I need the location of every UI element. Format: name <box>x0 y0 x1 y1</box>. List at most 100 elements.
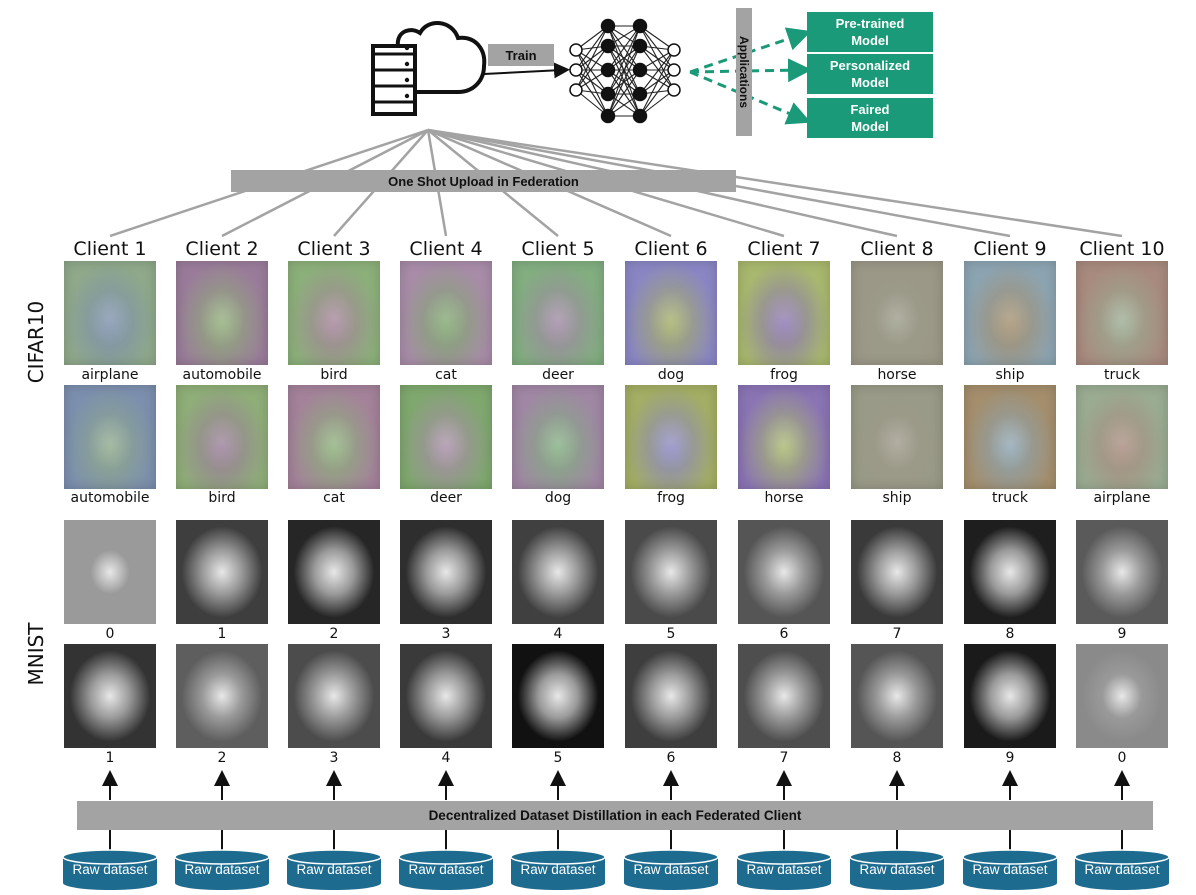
cifar-tile-bottom-10 <box>1076 385 1168 489</box>
cifar-label-top-9: ship <box>995 367 1025 383</box>
nn-node <box>569 83 583 97</box>
upload-bar: One Shot Upload in Federation <box>231 170 736 192</box>
nn-edge <box>575 45 609 91</box>
cifar-label-bottom-6: frog <box>657 490 685 506</box>
nn-node <box>600 108 616 124</box>
nn-edge <box>607 25 641 117</box>
cifar-tile-bottom-7 <box>738 385 830 489</box>
client-title-6: Client 6 <box>634 238 708 260</box>
database-icon <box>398 849 494 890</box>
mnist-tile-top-1 <box>64 520 156 624</box>
nn-node <box>667 83 681 97</box>
cifar-label-top-1: airplane <box>81 367 139 383</box>
nn-edge <box>639 45 675 91</box>
mnist-label-bottom-2: 2 <box>217 750 227 766</box>
train-arrow <box>483 62 570 79</box>
mnist-label-top-1: 0 <box>105 626 115 642</box>
nn-node <box>632 86 648 102</box>
cifar-label-bottom-10: airplane <box>1093 490 1151 506</box>
cifar-label-bottom-1: automobile <box>70 490 150 506</box>
raw-dataset-label: Raw dataset <box>633 862 709 877</box>
raw-dataset-8: Raw dataset <box>849 849 945 890</box>
cifar-tile-top-4 <box>400 261 492 365</box>
mnist-tile-bottom-1 <box>64 644 156 748</box>
mnist-tile-top-2 <box>176 520 268 624</box>
cifar-label-top-3: bird <box>320 367 348 383</box>
mnist-tile-top-8 <box>851 520 943 624</box>
database-icon <box>849 849 945 890</box>
nn-edge <box>607 69 641 117</box>
database-icon <box>174 849 270 890</box>
nn-edge <box>639 49 675 95</box>
mnist-tile-bottom-2 <box>176 644 268 748</box>
nn-node <box>600 38 616 54</box>
upload-line-10 <box>427 128 1123 238</box>
raw-dataset-label: Raw dataset <box>859 862 935 877</box>
database-icon <box>962 849 1058 890</box>
cifar-tile-bottom-1 <box>64 385 156 489</box>
mnist-tile-bottom-5 <box>512 644 604 748</box>
mnist-label-bottom-8: 8 <box>892 750 902 766</box>
mnist-tile-top-9 <box>964 520 1056 624</box>
nn-node <box>632 38 648 54</box>
mnist-label-bottom-3: 3 <box>329 750 339 766</box>
cifar-tile-bottom-5 <box>512 385 604 489</box>
application-arrow-1 <box>689 27 812 74</box>
client-title-9: Client 9 <box>973 238 1047 260</box>
cifar-tile-top-3 <box>288 261 380 365</box>
raw-dataset-label: Raw dataset <box>1084 862 1160 877</box>
server-led-3 <box>404 93 410 99</box>
mnist-label-bottom-6: 6 <box>666 750 676 766</box>
mnist-tile-top-3 <box>288 520 380 624</box>
cifar-label-bottom-2: bird <box>208 490 236 506</box>
mnist-label-bottom-7: 7 <box>779 750 789 766</box>
client-title-4: Client 4 <box>409 238 483 260</box>
cifar-label-top-6: dog <box>657 367 685 383</box>
nn-node <box>667 43 681 57</box>
cifar-label-bottom-5: dog <box>544 490 572 506</box>
cifar-tile-top-2 <box>176 261 268 365</box>
nn-edge <box>575 25 609 91</box>
raw-dataset-4: Raw dataset <box>398 849 494 890</box>
cifar-tile-bottom-3 <box>288 385 380 489</box>
raw-dataset-label: Raw dataset <box>72 862 148 877</box>
server-led-0 <box>404 45 410 51</box>
cifar-label-top-5: deer <box>542 367 574 383</box>
cifar-label-top-4: cat <box>435 367 457 383</box>
cifar-tile-top-10 <box>1076 261 1168 365</box>
raw-dataset-1: Raw dataset <box>62 849 158 890</box>
server-led-1 <box>404 61 410 67</box>
cifar-tile-top-8 <box>851 261 943 365</box>
mnist-label-top-6: 5 <box>666 626 676 642</box>
cifar-tile-top-1 <box>64 261 156 365</box>
client-title-2: Client 2 <box>185 238 259 260</box>
cifar-label-bottom-7: horse <box>764 490 804 506</box>
cifar-tile-bottom-9 <box>964 385 1056 489</box>
client-title-5: Client 5 <box>521 238 595 260</box>
client-title-1: Client 1 <box>73 238 147 260</box>
raw-dataset-label: Raw dataset <box>972 862 1048 877</box>
database-icon <box>62 849 158 890</box>
cifar-label-bottom-8: ship <box>882 490 912 506</box>
database-icon <box>623 849 719 890</box>
raw-dataset-label: Raw dataset <box>408 862 484 877</box>
cifar-tile-bottom-8 <box>851 385 943 489</box>
database-icon <box>510 849 606 890</box>
mnist-tile-top-5 <box>512 520 604 624</box>
cifar-tile-top-7 <box>738 261 830 365</box>
cloud-icon <box>395 21 487 94</box>
client-title-7: Client 7 <box>747 238 821 260</box>
nn-node <box>632 62 648 78</box>
raw-dataset-3: Raw dataset <box>286 849 382 890</box>
mnist-tile-top-7 <box>738 520 830 624</box>
mnist-tile-top-10 <box>1076 520 1168 624</box>
raw-dataset-label: Raw dataset <box>746 862 822 877</box>
mnist-label-top-4: 3 <box>441 626 451 642</box>
cifar-tile-bottom-4 <box>400 385 492 489</box>
nn-node <box>600 86 616 102</box>
train-label: Train <box>488 44 554 66</box>
client-title-10: Client 10 <box>1079 238 1165 260</box>
nn-edge <box>575 49 609 95</box>
database-icon <box>286 849 382 890</box>
nn-edge <box>639 49 675 117</box>
